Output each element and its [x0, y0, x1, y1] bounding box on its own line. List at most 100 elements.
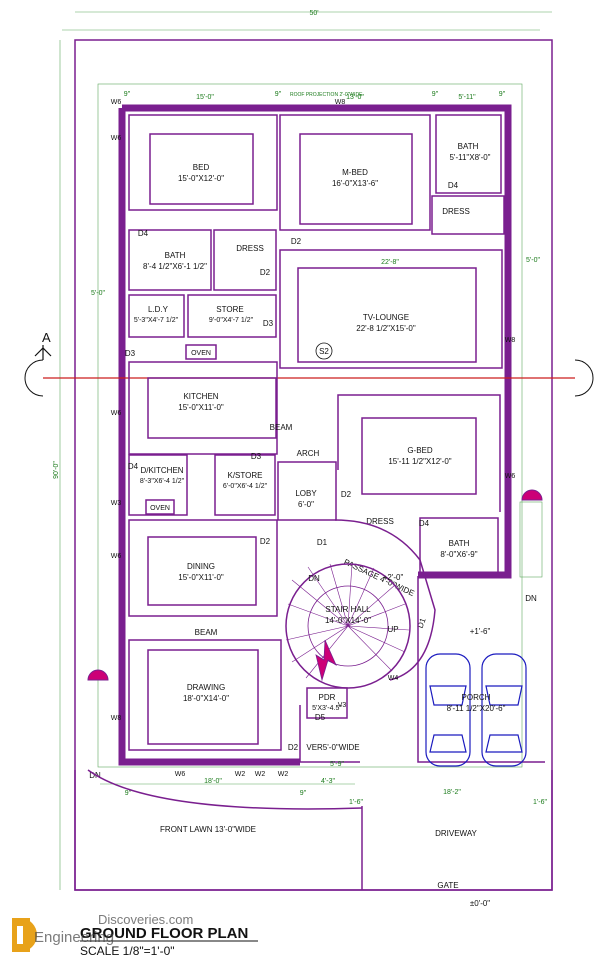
car-right — [481, 653, 527, 767]
ldy-walls — [128, 294, 185, 338]
bath-top-name: BATH — [458, 142, 479, 151]
section-label-a: A — [42, 330, 51, 345]
window-w8-top: W8 — [335, 99, 346, 106]
section-marker-left — [24, 359, 44, 397]
door-d2-gbed: D2 — [341, 490, 352, 499]
pdr-name: PDR — [319, 693, 336, 702]
bed-room-inner — [149, 133, 254, 205]
column-s2-label: S2 — [319, 347, 329, 356]
exterior-wall-top-right — [122, 104, 512, 579]
bath-top-walls — [435, 114, 502, 194]
watermark-top-text: Discoveries.com — [98, 912, 193, 927]
window-w6-top: W6 — [111, 99, 122, 106]
bed-room-size: 15'-0"X12'-0" — [178, 174, 224, 183]
tv-lounge-name: TV-LOUNGE — [363, 313, 409, 322]
kitchen-inner — [147, 377, 277, 439]
loby-size: 6'-0" — [298, 500, 314, 509]
step-marker-left — [87, 669, 109, 681]
kstore-name: K/STORE — [228, 471, 263, 480]
plan-scale: SCALE 1/8"=1'-0" — [80, 944, 175, 958]
bath-left-size: 8'-4 1/2"X6'-1 1/2" — [143, 262, 207, 271]
loby-walls — [277, 461, 337, 521]
window-w6-bottom: W6 — [175, 771, 186, 778]
oven-bottom-box — [145, 499, 175, 515]
stair-hall-name: STAIR HALL — [325, 605, 371, 614]
dim-bottom-5-9: 5'-9" — [330, 761, 344, 768]
overall-depth-label: 90'-0" — [53, 461, 60, 479]
ldy-size: 5'-3"X4'-7 1/2" — [134, 317, 179, 324]
dim-top-9c: 9" — [432, 91, 439, 98]
passage-curve-wall — [334, 519, 436, 681]
tv-lounge-size: 22'-8 1/2"X15'-0" — [356, 324, 416, 333]
loby-name: LOBY — [295, 489, 317, 498]
dim-top-9b: 9" — [275, 91, 282, 98]
bed-room-walls — [128, 114, 278, 211]
section-marker-right — [574, 359, 594, 397]
kitchen-size: 15'-0"X11'-0" — [178, 403, 224, 412]
window-w2-c: W2 — [278, 771, 289, 778]
bath-left-walls — [128, 229, 212, 291]
dim-top-5-11: 5'-11" — [458, 94, 476, 101]
dining-walls — [128, 519, 278, 617]
window-w8-drawing: W8 — [111, 715, 122, 722]
tv-lounge-inner — [297, 267, 477, 363]
car-left — [425, 653, 471, 767]
level-plus-2: +2'-0" — [383, 573, 404, 582]
veranda-label: VER5'-0"WIDE — [306, 743, 359, 752]
plan-title: GROUND FLOOR PLAN — [80, 925, 248, 942]
level-zero: ±0'-0" — [470, 899, 490, 908]
dim-bottom-18-2: 18'-2" — [443, 789, 461, 796]
dress-top-label: DRESS — [442, 207, 470, 216]
front-yard-boundary — [74, 770, 553, 891]
step-marker-right — [521, 489, 543, 501]
gbed-inner — [361, 417, 477, 495]
front-lawn-label: FRONT LAWN 13'-0"WIDE — [160, 825, 256, 834]
mbed-room-walls — [279, 114, 431, 231]
door-d4-kitchen: D4 — [128, 462, 139, 471]
window-w3: W3 — [111, 500, 122, 507]
dining-inner — [147, 536, 257, 606]
porch-outline — [417, 576, 545, 763]
drawing-room-inner — [147, 649, 259, 745]
porch-name: PORCH — [462, 693, 491, 702]
door-d3-kstore: D3 — [251, 452, 262, 461]
mbed-room-size: 16'-0"X13'-6" — [332, 179, 378, 188]
dim-bottom-1-6a: 1'-6" — [349, 799, 363, 806]
dim-right-5-0: 5'-0" — [526, 257, 540, 264]
window-w6-left: W6 — [111, 135, 122, 142]
arch-label: ARCH — [297, 449, 320, 458]
beam-label-top: BEAM — [270, 423, 293, 432]
dim-bottom-1-6b: 1'-6" — [533, 799, 547, 806]
store-size: 9'-0"X4'-7 1/2" — [209, 317, 254, 324]
dim-top-9a: 9" — [124, 91, 131, 98]
dim-top-15: 15'-0" — [196, 94, 214, 101]
window-w6-dining: W6 — [111, 553, 122, 560]
stair-treads — [285, 563, 410, 679]
pdr-size: 5'X3'-4.5" — [312, 705, 342, 712]
gbed-name: G-BED — [407, 446, 433, 455]
dkitchen-size: 8'-3"X6'-4 1/2" — [140, 478, 185, 485]
engineering-logo — [12, 918, 37, 952]
exterior-wall-left — [118, 108, 300, 766]
stair-hall-size: 14'-0"X14'-0" — [325, 616, 371, 625]
dress-top-walls — [431, 195, 505, 235]
gbed-walls — [337, 394, 501, 512]
dim-bottom-18: 18'-0" — [204, 778, 222, 785]
dress-mid-label: DRESS — [366, 517, 394, 526]
stair-hall-circle — [285, 563, 411, 689]
kitchen-walls — [128, 361, 278, 455]
kitchen-name: KITCHEN — [183, 392, 218, 401]
door-d2-dress-left: D2 — [260, 268, 271, 277]
oven-bottom-label: OVEN — [150, 505, 170, 512]
window-w6-kitchen: W6 — [111, 410, 122, 417]
door-d2-mbed: D2 — [291, 237, 302, 246]
pdr-walls — [306, 687, 348, 719]
door-d4-bath-right: D4 — [419, 519, 430, 528]
column-s2-marker — [315, 342, 333, 360]
gate-label: GATE — [437, 881, 458, 890]
dim-left-5-0: 5'-0" — [91, 290, 105, 297]
store-name: STORE — [216, 305, 243, 314]
gbed-size: 15'-11 1/2"X12'-0" — [388, 457, 451, 466]
mbed-room-name: M-BED — [342, 168, 368, 177]
lawn-curve — [87, 769, 363, 810]
